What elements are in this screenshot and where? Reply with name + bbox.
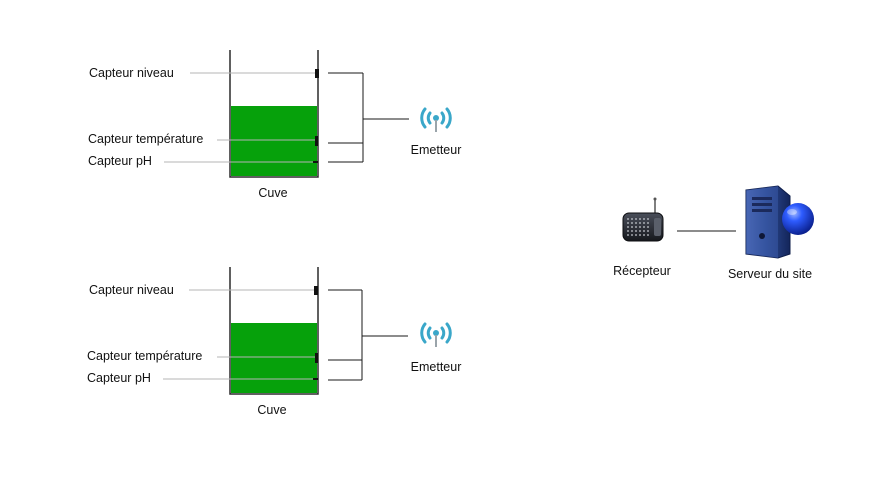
level-sensor: [315, 69, 319, 78]
server: Serveur du site: [728, 185, 814, 281]
tank-unit-1: Capteur niveau Capteur température Capte…: [88, 50, 461, 200]
level-sensor: [314, 286, 318, 295]
ph-sensor: [313, 378, 318, 380]
tank-liquid: [231, 106, 317, 176]
sensor-wiring: [328, 289, 408, 381]
temperature-sensor-label: Capteur température: [88, 132, 203, 146]
tank-label: Cuve: [257, 403, 286, 417]
ph-sensor-label: Capteur pH: [88, 154, 152, 168]
level-sensor-label: Capteur niveau: [89, 283, 174, 297]
tank-unit-2: Capteur niveau Capteur température Capte…: [87, 267, 461, 417]
antenna-icon: [420, 107, 452, 132]
tank-liquid: [231, 323, 317, 393]
temperature-sensor: [315, 353, 318, 363]
ph-sensor-label: Capteur pH: [87, 371, 151, 385]
temperature-sensor: [315, 136, 318, 146]
antenna-icon: [420, 322, 452, 347]
tank-outline: [229, 50, 319, 178]
sensor-wiring: [328, 72, 409, 163]
level-sensor-label: Capteur niveau: [89, 66, 174, 80]
temperature-sensor-label: Capteur température: [87, 349, 202, 363]
emitter-label: Emetteur: [411, 360, 462, 374]
receiver: Récepteur: [613, 197, 671, 278]
server-label: Serveur du site: [728, 267, 812, 281]
radio-receiver-icon: [622, 197, 664, 242]
receiver-label: Récepteur: [613, 264, 671, 278]
tank-label: Cuve: [258, 186, 287, 200]
emitter-label: Emetteur: [411, 143, 462, 157]
tank-outline: [229, 267, 319, 395]
ph-sensor: [313, 161, 318, 163]
server-globe-icon: [745, 185, 814, 259]
